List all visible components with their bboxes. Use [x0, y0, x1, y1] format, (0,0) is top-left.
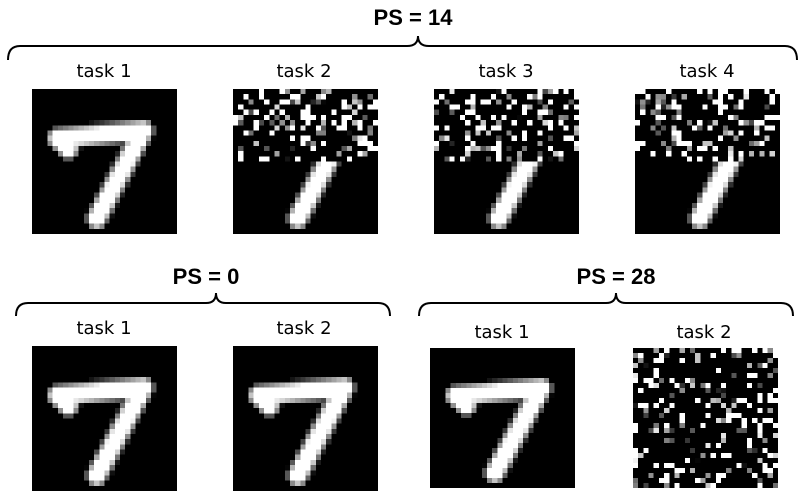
- ps28-task-1-label: task 1: [474, 322, 529, 343]
- ps28-task-1-image: [430, 348, 575, 488]
- ps28-brace: [0, 0, 801, 330]
- ps0-task-1-image: [32, 346, 177, 491]
- ps0-task-2-image: [233, 346, 378, 491]
- ps28-task-2-label: task 2: [676, 322, 731, 343]
- ps28-task-2-image: [633, 348, 778, 488]
